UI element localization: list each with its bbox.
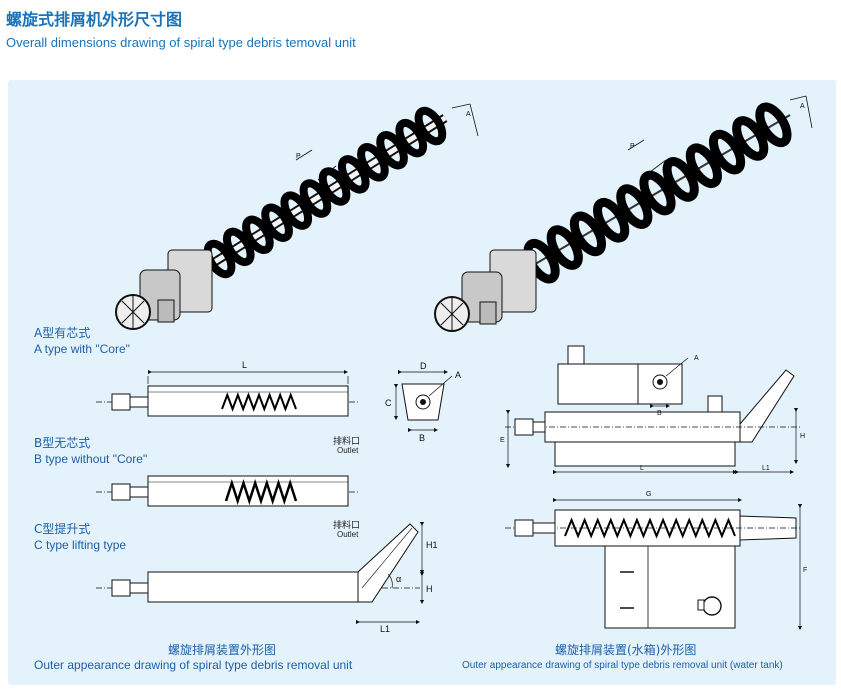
dim-e: E — [500, 437, 505, 444]
caption-right-en: Outer appearance drawing of spiral type … — [462, 660, 783, 671]
b-type-label-en: B type without "Core" — [34, 452, 148, 466]
dim-alpha: α — [396, 574, 401, 584]
dim-g: G — [646, 491, 651, 498]
dim-p-top-right: P — [630, 143, 635, 150]
page-title-en: Overall dimensions drawing of spiral typ… — [6, 35, 356, 50]
outlet-label-cn-1: 排料口 — [333, 436, 361, 446]
dim-c: C — [385, 398, 392, 408]
dim-d: D — [420, 361, 427, 371]
caption-right-cn: 螺旋排屑装置(水箱)外形图 — [555, 643, 697, 657]
dim-f: F — [803, 567, 807, 574]
dim-a-section: A — [455, 370, 461, 380]
dim-l1-tank: L1 — [762, 465, 770, 472]
dim-h: H — [426, 584, 433, 594]
a-type-label-en: A type with "Core" — [34, 342, 130, 356]
c-type-label-en: C type lifting type — [34, 538, 127, 552]
dim-a-tank: A — [694, 355, 699, 362]
dim-h1: H1 — [426, 540, 438, 550]
caption-left-en: Outer appearance drawing of spiral type … — [34, 658, 353, 672]
dim-h-tank: H — [800, 433, 805, 440]
dim-b-section: B — [419, 433, 425, 443]
dim-l-tank: L — [640, 465, 644, 472]
spiral-without-core-illustration — [434, 95, 813, 332]
dim-l1: L1 — [380, 624, 390, 634]
a-type-side-view — [96, 369, 360, 417]
outlet-label-cn-2: 排料口 — [333, 520, 361, 530]
dim-l-a: L — [242, 360, 247, 370]
b-type-side-view — [96, 475, 360, 507]
dim-p-top-left: P — [296, 153, 301, 160]
caption-left-cn: 螺旋排屑装置外形图 — [168, 643, 277, 657]
a-type-label-cn: A型有芯式 — [34, 326, 91, 340]
b-type-label-cn: B型无芯式 — [34, 436, 91, 450]
dim-a-top-left: A — [466, 111, 471, 118]
page-title-cn: 螺旋式排屑机外形尺寸图 — [6, 10, 183, 29]
c-type-side-view — [96, 521, 425, 625]
water-tank-side-view — [505, 345, 800, 475]
outlet-label-en-1: Outlet — [337, 446, 359, 455]
outlet-label-en-2: Outlet — [337, 530, 359, 539]
dim-a-top-right: A — [800, 103, 805, 110]
section-view — [393, 369, 453, 433]
c-type-label-cn: C型提升式 — [34, 522, 91, 536]
spiral-with-core-illustration — [115, 103, 479, 330]
dim-b-tank: B — [657, 410, 662, 417]
water-tank-front-view — [505, 497, 803, 631]
